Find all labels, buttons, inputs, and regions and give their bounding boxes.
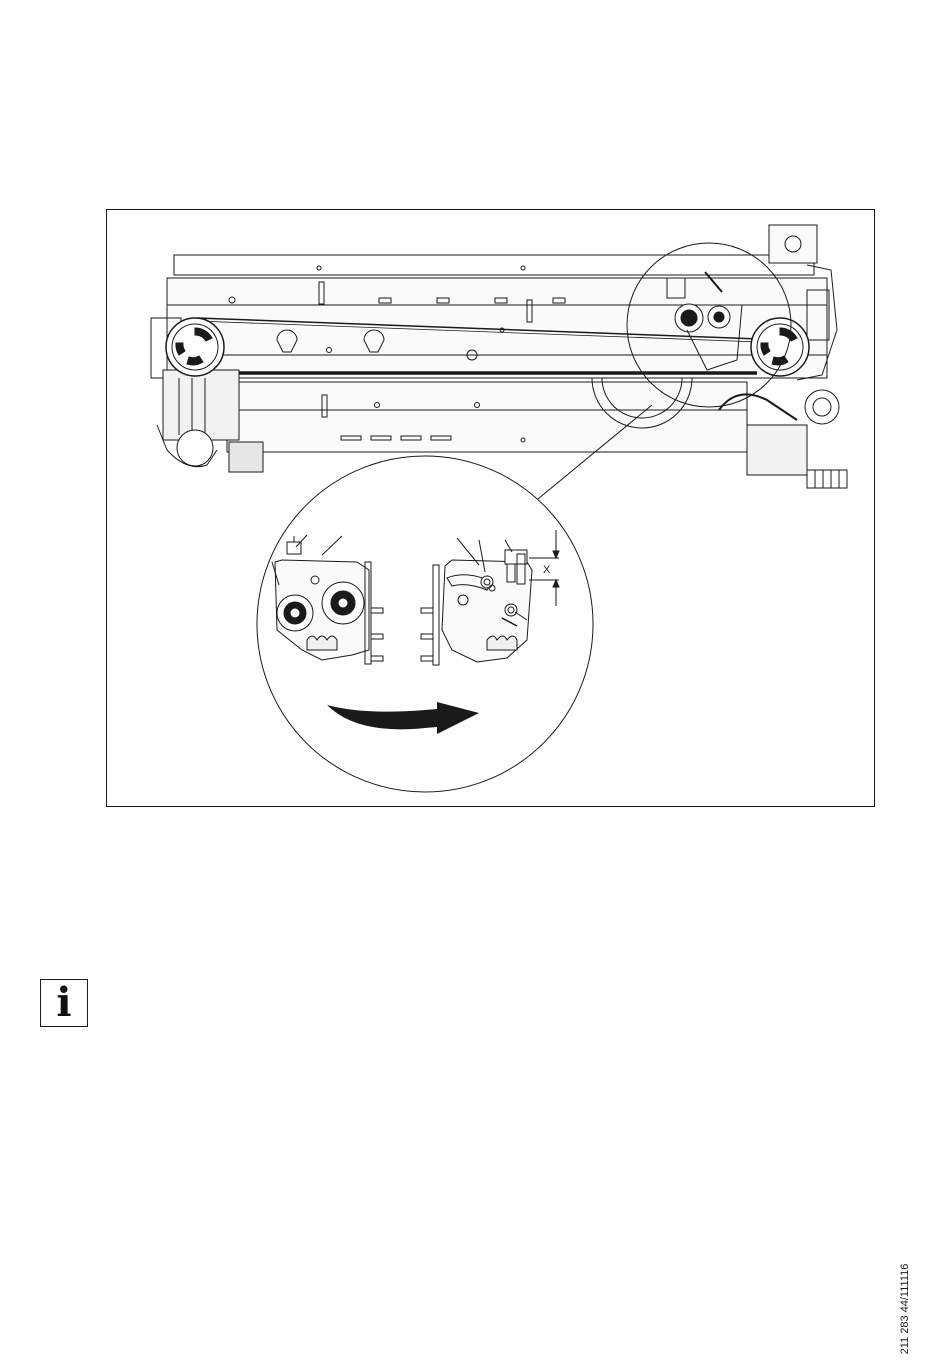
detail-magnifier: X <box>257 456 593 792</box>
chassis-drawing: X <box>107 210 876 808</box>
info-glyph: i <box>56 983 71 1023</box>
technical-figure-frame: X <box>106 209 875 807</box>
drawing-code-text: 211 283 44/111116 <box>899 1264 911 1355</box>
top-plate <box>174 255 814 275</box>
adjust-nut <box>505 604 517 616</box>
right-motor-top <box>769 225 817 263</box>
lower-body <box>227 382 747 452</box>
left-gear-housing <box>163 370 239 440</box>
dimension-x-label: X <box>543 564 551 576</box>
info-icon: i <box>40 979 88 1027</box>
steering-knuckle <box>805 390 839 424</box>
drawing-code: 211 283 44/111116 <box>898 1253 912 1365</box>
